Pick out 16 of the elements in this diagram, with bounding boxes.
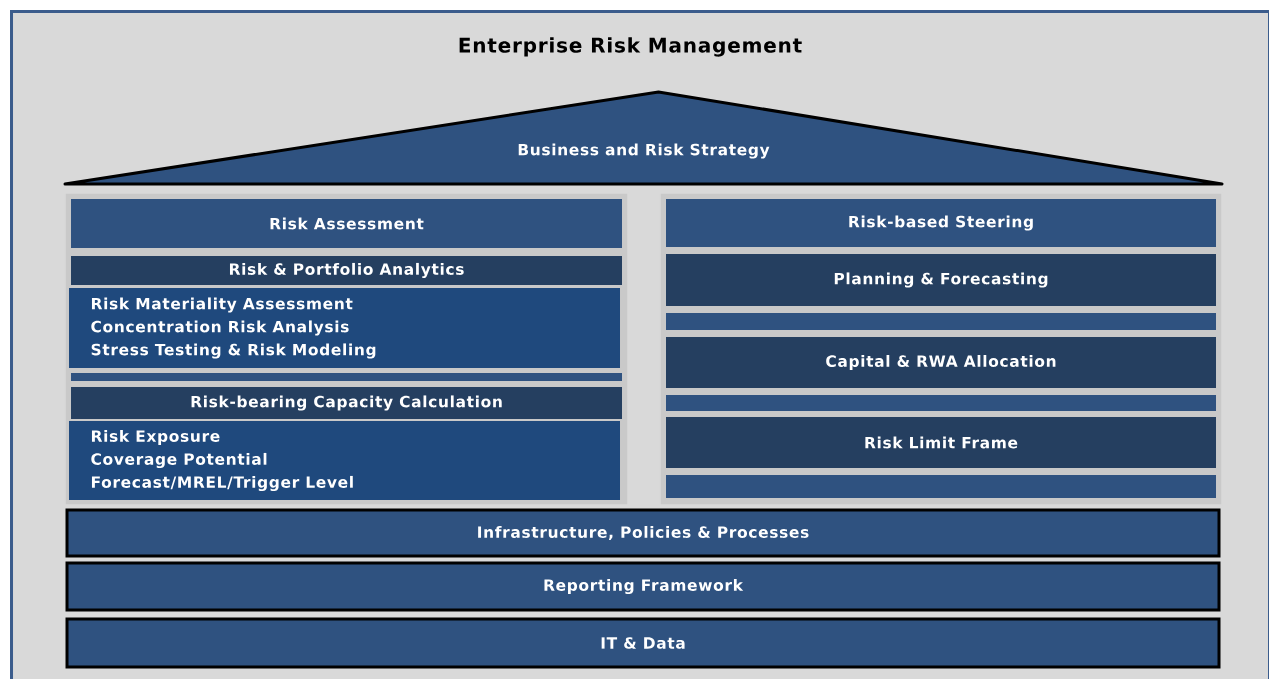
list-box: Risk Exposure Coverage Potential Forecast/MREL/Trigger Level [69, 421, 620, 500]
header-band: Risk-based Steering [666, 199, 1216, 247]
header-band: Risk Assessment [71, 199, 622, 248]
header-band: Capital & RWA Allocation [666, 337, 1216, 388]
title: Enterprise Risk Management [459, 37, 802, 57]
divider-bar [666, 475, 1216, 498]
header-band: Planning & Forecasting [666, 254, 1216, 306]
list-box: Risk Materiality Assessment Concentration Risk Analysis Stress Testing & Risk Modeling [69, 288, 620, 368]
foundation-band: Reporting Framework [65, 561, 1221, 612]
divider-bar [71, 373, 622, 381]
header-band: Risk-bearing Capacity Calculation [71, 387, 622, 419]
header-band: Risk & Portfolio Analytics [71, 256, 622, 285]
foundation-band: Infrastructure, Policies & Processes [65, 508, 1221, 558]
foundation-band: IT & Data [65, 617, 1221, 669]
roof-triangle: Business and Risk Strategy [63, 90, 1224, 186]
header-band: Risk Limit Frame [666, 417, 1216, 468]
